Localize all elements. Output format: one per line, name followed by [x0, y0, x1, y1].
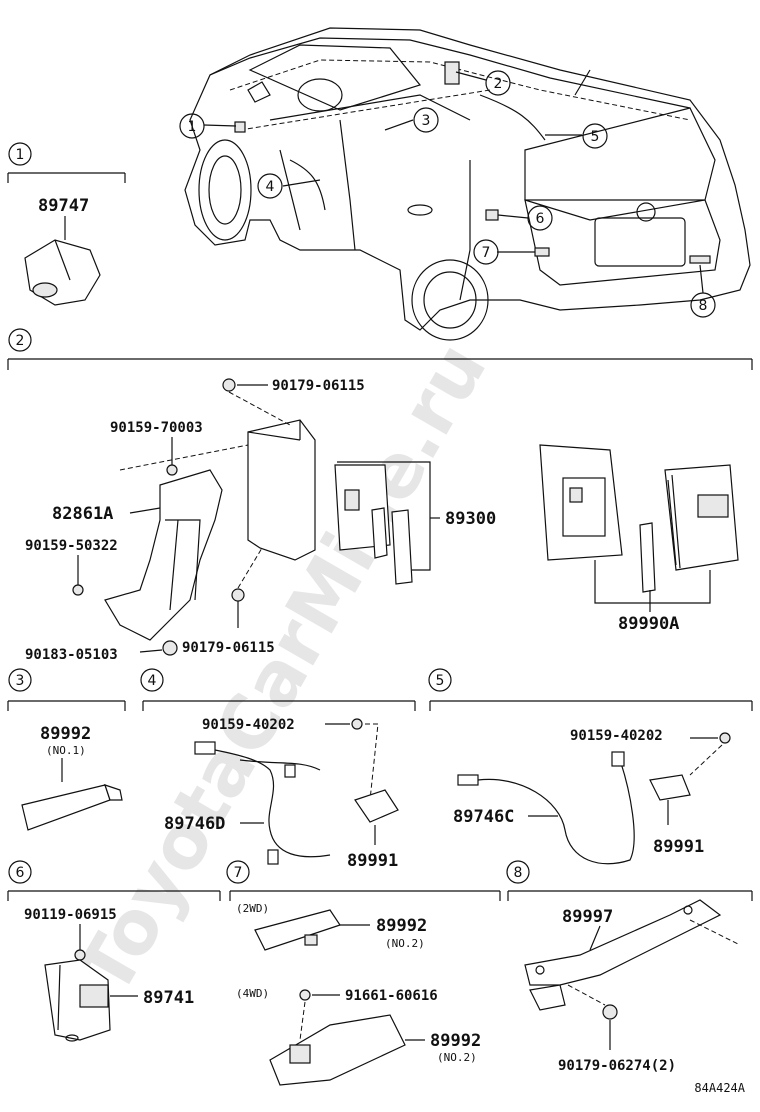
part-91661-60616: 91661-60616	[345, 988, 438, 1004]
part-90183-05103: 90183-05103	[25, 647, 118, 663]
ecu-89300	[247, 419, 316, 561]
callout-6: 6	[536, 211, 545, 227]
section-6-number: 6	[16, 865, 25, 881]
callout-1: 1	[188, 119, 197, 135]
callout-leaders	[203, 71, 704, 294]
switch-89991-s4	[354, 789, 399, 823]
section-8: 8 89997 90179-06274(2)	[506, 860, 753, 1074]
car-callouts: 1 2 3 4 5 6 7 8	[179, 70, 716, 318]
part-90159-70003: 90159-70003	[110, 420, 203, 436]
part-89992-no1-note: (NO.1)	[46, 744, 86, 757]
part-90159-50322: 90159-50322	[25, 538, 118, 554]
handle-89997	[524, 899, 722, 986]
part-90159-40202-s5: 90159-40202	[570, 728, 663, 744]
section-2: 2 90179-06115 90159-70003 82861A 90159-5…	[7, 328, 753, 663]
part-90119-06915: 90119-06915	[24, 907, 117, 923]
section-3: 3 89992 (NO.1)	[7, 668, 126, 831]
part-90179-06274: 90179-06274(2)	[558, 1058, 676, 1074]
part-89746D: 89746D	[164, 814, 225, 834]
diagram-code: 84A424A	[694, 1081, 745, 1095]
section-1: 1 89747	[7, 142, 126, 306]
part-89741: 89741	[143, 988, 194, 1008]
section-8-number: 8	[514, 865, 523, 881]
housing-89992-4wd	[269, 1014, 406, 1086]
section-6: 6 90119-06915 89741	[7, 860, 221, 1042]
switch-89991-s5	[649, 774, 691, 801]
section-3-number: 3	[16, 673, 25, 689]
part-89991-s5: 89991	[653, 837, 704, 857]
callout-2: 2	[494, 76, 503, 92]
part-89747: 89747	[38, 196, 89, 216]
bracket-82861A	[104, 469, 223, 641]
section-7: 7 (2WD) 89992 (NO.2) (4WD) 91661-60616 8…	[226, 860, 501, 1086]
part-89992-2wd: 89992	[376, 916, 427, 936]
part-90179-06115-top: 90179-06115	[272, 378, 365, 394]
section-5: 5 90159-40202 89746C 89991	[428, 668, 753, 865]
part-89992-4wd: 89992	[430, 1031, 481, 1051]
section-2-number: 2	[16, 333, 25, 349]
section-1-number: 1	[16, 147, 25, 163]
callout-4: 4	[266, 179, 275, 195]
antenna-89992-2wd	[254, 909, 341, 951]
part-89746C: 89746C	[453, 807, 514, 827]
part-89997: 89997	[562, 907, 613, 927]
sensor-89741	[44, 959, 111, 1041]
part-82861A: 82861A	[52, 504, 113, 524]
part-89992-4wd-note: (NO.2)	[437, 1051, 477, 1064]
vehicle-illustration	[184, 27, 751, 341]
callout-8: 8	[699, 298, 708, 314]
callout-5: 5	[591, 129, 600, 145]
part-89992-no1: 89992	[40, 724, 91, 744]
antenna-89992-no1	[21, 784, 111, 831]
part-90179-06115-bottom: 90179-06115	[182, 640, 275, 656]
variant-4wd: (4WD)	[236, 987, 269, 1000]
section-7-number: 7	[234, 865, 243, 881]
section-4: 4 90159-40202 89746D 89991	[140, 668, 416, 871]
part-89992-2wd-note: (NO.2)	[385, 937, 425, 950]
part-89991-s4: 89991	[347, 851, 398, 871]
callout-7: 7	[482, 245, 491, 261]
part-90159-40202-s4: 90159-40202	[202, 717, 295, 733]
part-89990A: 89990A	[618, 614, 679, 634]
callout-3: 3	[422, 113, 431, 129]
variant-2wd: (2WD)	[236, 902, 269, 915]
section-4-number: 4	[148, 673, 157, 689]
part-89300: 89300	[445, 509, 496, 529]
section-5-number: 5	[436, 673, 445, 689]
